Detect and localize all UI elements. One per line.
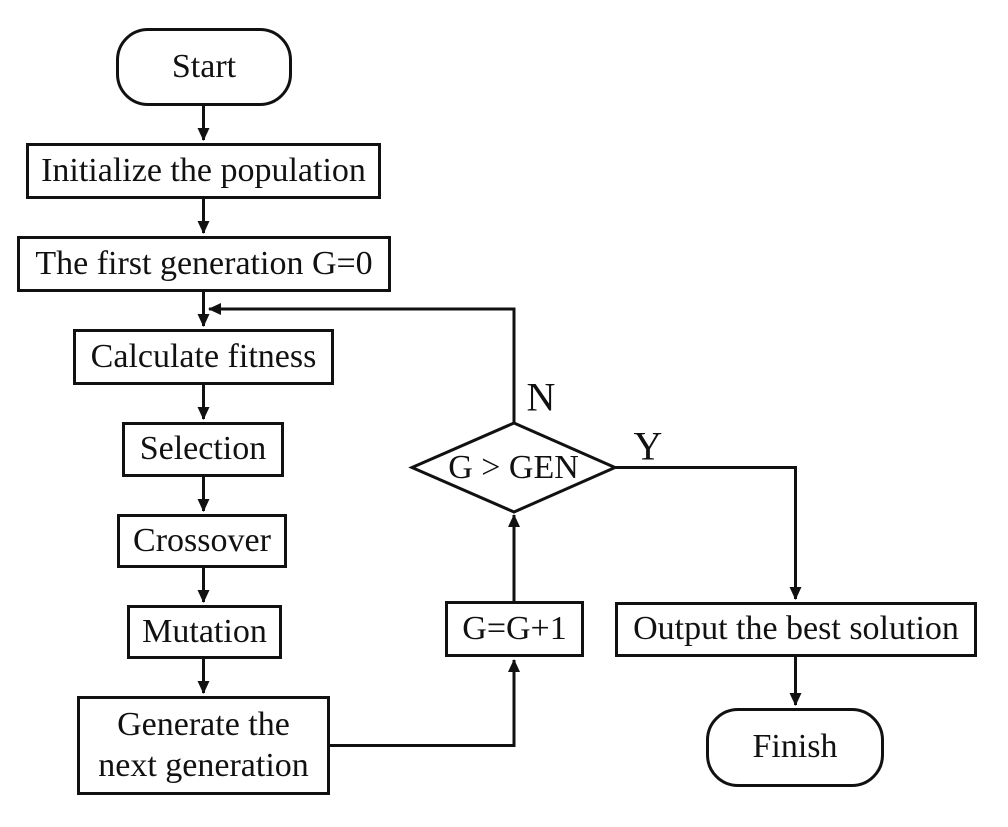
node-initialize-population: Initialize the population	[26, 143, 381, 199]
node-calculate-fitness-label: Calculate fitness	[90, 337, 317, 375]
node-finish: Finish	[706, 708, 884, 787]
node-crossover: Crossover	[117, 514, 287, 568]
branch-label-no: N	[526, 374, 556, 420]
node-mutation-label: Mutation	[142, 612, 267, 650]
node-first-generation: The first generation G=0	[17, 236, 391, 292]
edge-decision-yes-to-output	[615, 466, 802, 600]
node-finish-label: Finish	[752, 728, 838, 766]
node-output-best-solution-label: Output the best solution	[633, 610, 959, 648]
node-mutation: Mutation	[127, 605, 282, 659]
generate-label-line1: Generate the	[117, 706, 290, 744]
node-generate-next-generation: Generate the next generation	[77, 696, 330, 795]
edge-generate-next-to-increment	[330, 659, 520, 747]
generate-label-line2: next generation	[98, 746, 309, 784]
node-increment-generation-label: G=G+1	[462, 609, 567, 647]
node-first-generation-label: The first generation G=0	[35, 244, 373, 282]
node-increment-generation: G=G+1	[445, 601, 584, 657]
node-initialize-population-label: Initialize the population	[41, 151, 366, 189]
decision-diamond	[408, 421, 619, 514]
node-generate-next-generation-label: Generate the next generation	[98, 705, 309, 785]
branch-label-yes: Y	[633, 423, 663, 469]
node-selection-label: Selection	[139, 430, 267, 468]
node-start: Start	[116, 28, 292, 106]
edge-decision-no-loopback	[208, 303, 516, 423]
node-crossover-label: Crossover	[133, 521, 271, 559]
node-output-best-solution: Output the best solution	[615, 602, 977, 657]
node-calculate-fitness: Calculate fitness	[73, 329, 334, 385]
node-start-label: Start	[171, 47, 237, 85]
node-selection: Selection	[122, 422, 284, 477]
